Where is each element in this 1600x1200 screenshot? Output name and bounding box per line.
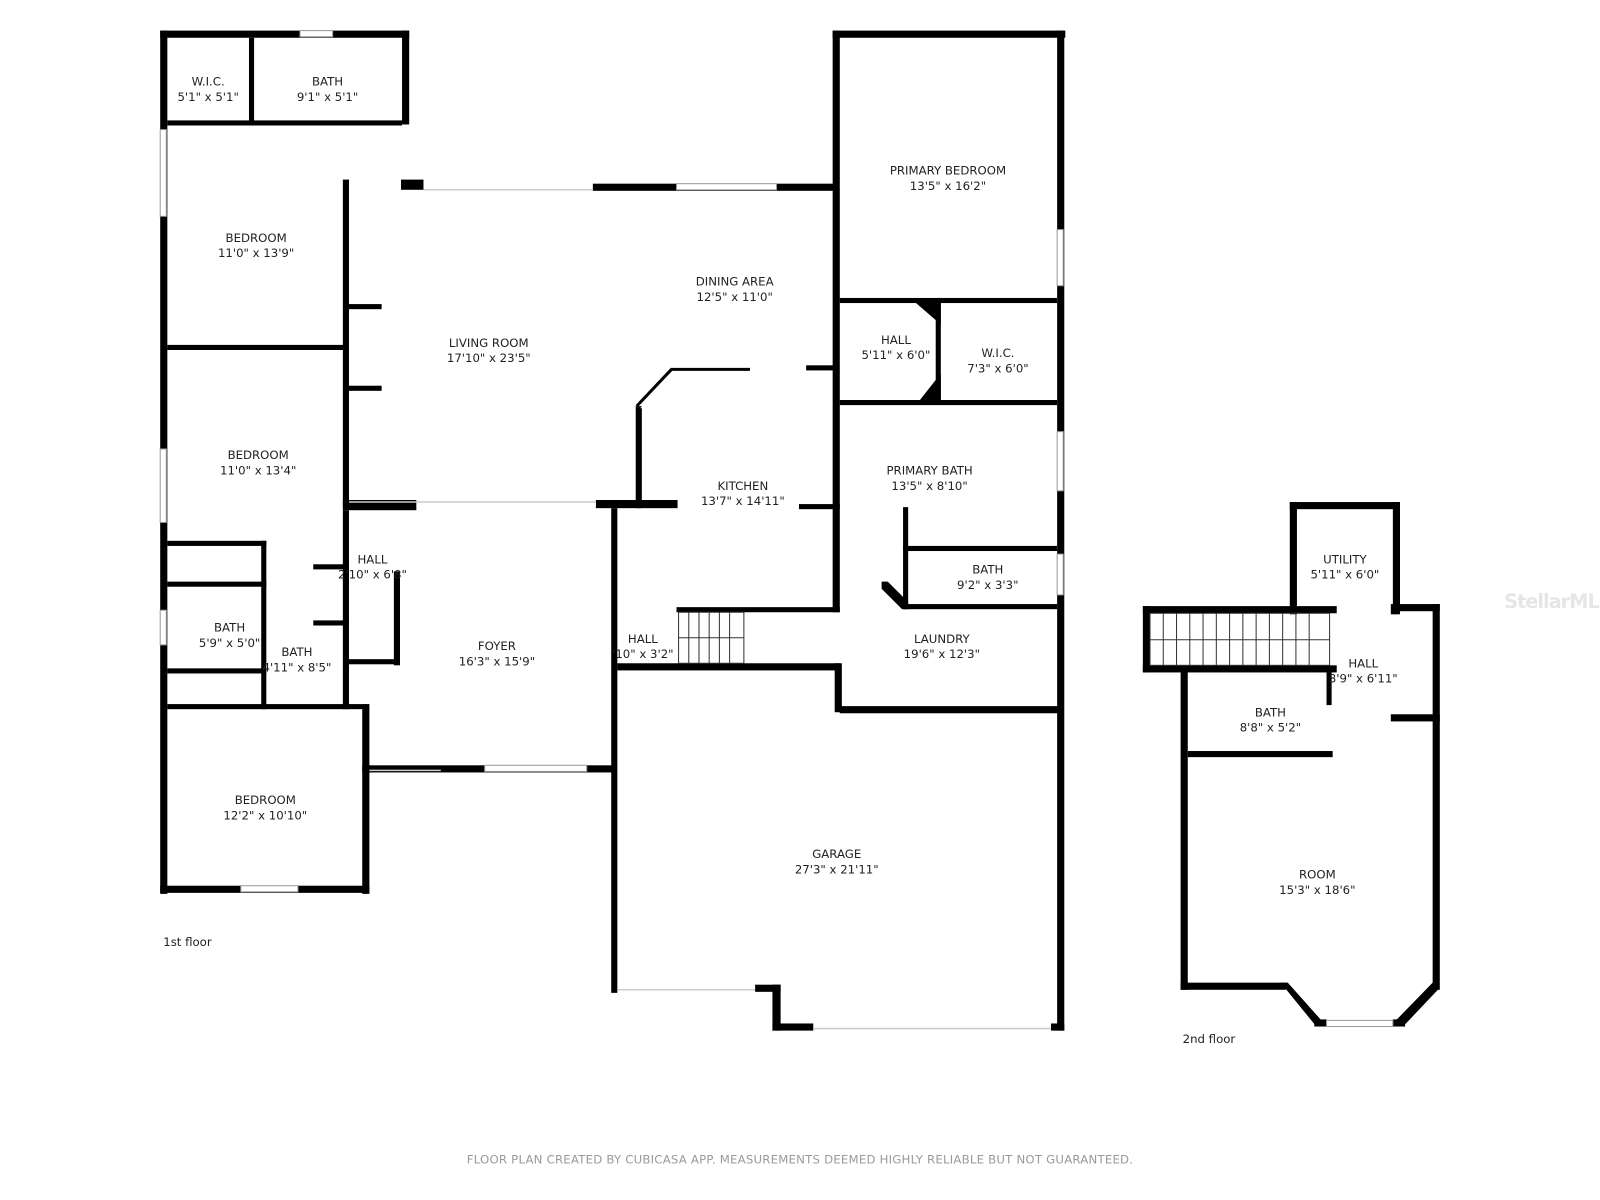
svg-text:27'3" x 21'11": 27'3" x 21'11" [795,862,879,876]
svg-text:HALL: HALL [881,333,911,347]
stairs-first-floor [678,611,745,664]
svg-text:17'10" x 23'5": 17'10" x 23'5" [447,351,531,365]
svg-text:W.I.C.: W.I.C. [192,75,225,89]
svg-text:'10" x 3'2": '10" x 3'2" [612,647,673,661]
svg-text:5'11" x 6'0": 5'11" x 6'0" [861,348,930,362]
svg-text:12'2" x 10'10": 12'2" x 10'10" [223,808,307,822]
svg-text:HALL: HALL [358,552,388,566]
svg-text:BATH: BATH [1255,705,1286,719]
svg-text:BEDROOM: BEDROOM [226,231,287,245]
svg-text:16'3" x 15'9": 16'3" x 15'9" [459,654,535,668]
second-floor-walls [1142,502,1440,1028]
room-hall-4: HALL 3'9" x 6'11" [1329,656,1398,685]
svg-text:PRIMARY BATH: PRIMARY BATH [886,463,972,477]
svg-text:15'3" x 18'6": 15'3" x 18'6" [1279,883,1355,897]
svg-text:UTILITY: UTILITY [1323,552,1367,566]
svg-text:BATH: BATH [312,75,343,89]
svg-text:FOYER: FOYER [478,639,516,653]
room-hall-3: HALL'10" x 3'2" [612,632,673,661]
room-utility: UTILITY 5'11" x 6'0" [1310,552,1379,581]
svg-text:9'2" x 3'3": 9'2" x 3'3" [957,578,1018,592]
svg-text:12'5" x 11'0": 12'5" x 11'0" [697,290,773,304]
svg-text:19'6" x 12'3": 19'6" x 12'3" [904,647,980,661]
svg-text:2'10" x 6'8": 2'10" x 6'8" [338,568,407,582]
stairs-second-floor [1150,613,1330,666]
floor-label-2nd: 2nd floor [1183,1032,1236,1046]
svg-text:9'1" x 5'1": 9'1" x 5'1" [297,90,358,104]
svg-text:5'1" x 5'1": 5'1" x 5'1" [177,90,238,104]
room-primary-bath: PRIMARY BATH 13'5" x 8'10" [886,463,972,492]
svg-text:DINING AREA: DINING AREA [696,275,774,289]
svg-text:5'9" x 5'0": 5'9" x 5'0" [199,636,260,650]
first-floor-walls [160,30,1066,1031]
room-bath-2: BATH 9'2" x 3'3" [957,562,1018,591]
svg-text:11'0" x 13'9": 11'0" x 13'9" [218,246,294,260]
room-wic-2: W.I.C.7'3" x 6'0" [967,346,1028,375]
svg-text:KITCHEN: KITCHEN [717,479,768,493]
svg-text:BEDROOM: BEDROOM [228,448,289,462]
svg-text:5'11" x 6'0": 5'11" x 6'0" [1310,568,1379,582]
svg-text:GARAGE: GARAGE [812,847,861,861]
svg-text:PRIMARY BEDROOM: PRIMARY BEDROOM [890,163,1006,177]
footer-disclaimer: FLOOR PLAN CREATED BY CUBICASA APP. MEAS… [467,1152,1133,1166]
room-bath-5: BATH 8'8" x 5'2" [1240,705,1301,734]
svg-text:ROOM: ROOM [1299,868,1336,882]
room-wic-1: W.I.C.5'1" x 5'1" [177,75,238,104]
floor-label-1st: 1st floor [163,935,212,949]
watermark: StellarMLS [1504,590,1600,613]
svg-text:13'7" x 14'11": 13'7" x 14'11" [701,494,785,508]
svg-text:BEDROOM: BEDROOM [235,793,296,807]
openings [159,30,1064,1030]
svg-text:3'9" x 6'11": 3'9" x 6'11" [1329,672,1398,686]
svg-text:BATH: BATH [214,621,245,635]
svg-text:HALL: HALL [628,632,658,646]
svg-text:LIVING ROOM: LIVING ROOM [449,336,529,350]
svg-text:13'5" x 8'10": 13'5" x 8'10" [891,479,967,493]
svg-text:11'0" x 13'4": 11'0" x 13'4" [220,463,296,477]
svg-text:8'8" x 5'2": 8'8" x 5'2" [1240,721,1301,735]
svg-text:LAUNDRY: LAUNDRY [914,632,971,646]
room-hall-2: HALL 2'10" x 6'8" [338,552,407,581]
svg-text:4'11" x 8'5": 4'11" x 8'5" [262,660,331,674]
svg-text:W.I.C.: W.I.C. [981,346,1014,360]
svg-text:HALL: HALL [1348,656,1378,670]
room-primary-bedroom: PRIMARY BEDROOM 13'5" x 16'2" [890,163,1006,192]
svg-text:7'3" x 6'0": 7'3" x 6'0" [967,361,1028,375]
svg-text:13'5" x 16'2": 13'5" x 16'2" [910,179,986,193]
svg-text:BATH: BATH [281,645,312,659]
svg-text:BATH: BATH [972,562,1003,576]
